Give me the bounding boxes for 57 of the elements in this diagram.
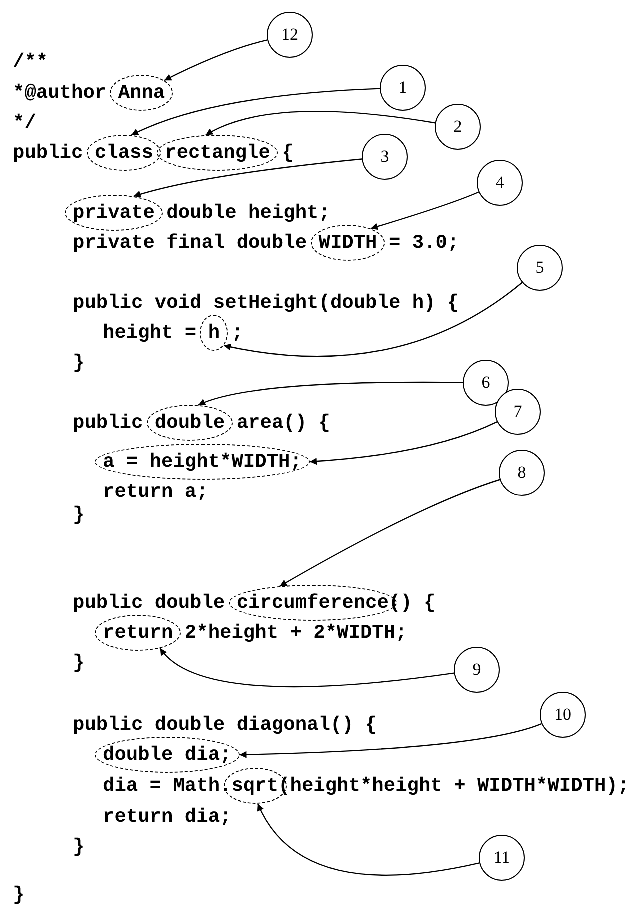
curved-arrow	[198, 382, 463, 406]
curved-arrow	[240, 723, 542, 758]
code-text: }	[73, 652, 85, 674]
code-text: 2*height + 2*WIDTH;	[184, 622, 408, 644]
curved-arrow	[164, 40, 268, 82]
highlighted-code: rectangle	[157, 135, 278, 171]
curved-arrow	[280, 479, 500, 587]
highlighted-code: Anna	[110, 75, 174, 111]
highlighted-code: double dia;	[95, 737, 240, 773]
code-text: public void setHeight(double h) {	[73, 292, 460, 314]
code-text: /**	[13, 51, 48, 73]
code-text: return dia;	[103, 806, 232, 828]
curved-arrow	[134, 158, 362, 198]
code-text: }	[13, 884, 25, 906]
code-text: public	[73, 412, 144, 434]
code-text: */	[13, 112, 36, 134]
code-text: {	[282, 142, 294, 164]
curved-arrow	[310, 422, 498, 466]
code-text: }	[73, 352, 85, 374]
code-text: = 3.0;	[388, 232, 460, 254]
highlighted-code: private	[65, 195, 163, 231]
curved-arrow	[206, 110, 436, 136]
code-text: *@author	[13, 82, 107, 104]
curved-arrow	[131, 88, 380, 136]
curved-arrow	[370, 192, 480, 230]
callout-circle: 12	[267, 12, 313, 58]
callout-circle: 7	[495, 389, 541, 435]
code-text: return a;	[103, 481, 208, 503]
code-text: area() {	[236, 412, 330, 434]
callout-circle: 3	[362, 134, 408, 180]
code-text: public double diagonal() {	[73, 714, 378, 736]
curved-arrow	[257, 804, 480, 876]
highlighted-code: class	[86, 135, 162, 171]
code-text: double height;	[166, 202, 330, 224]
callout-circle: 2	[435, 104, 481, 150]
callout-circle: 10	[540, 692, 586, 738]
highlighted-code: return	[95, 615, 182, 651]
callout-circle: 6	[463, 360, 509, 406]
curved-arrow	[160, 648, 454, 688]
callout-circle: 1	[380, 65, 426, 111]
highlighted-code: WIDTH	[310, 225, 386, 261]
highlighted-code: a = height*WIDTH;	[95, 444, 310, 480]
code-text: public	[13, 142, 84, 164]
code-text: height =	[103, 322, 197, 344]
code-text: ;	[232, 322, 244, 344]
callout-circle: 9	[454, 647, 500, 693]
code-text: public double	[73, 592, 226, 614]
callout-circle: 8	[499, 450, 545, 496]
highlighted-code: h	[200, 315, 228, 351]
code-text: }	[73, 504, 85, 526]
callout-circle: 11	[479, 835, 525, 881]
code-text: private final double	[73, 232, 308, 254]
callout-circle: 5	[517, 245, 563, 291]
callout-circle: 4	[477, 160, 523, 206]
curved-arrow	[224, 282, 523, 358]
code-text: }	[73, 836, 85, 858]
highlighted-code: double	[146, 405, 234, 441]
